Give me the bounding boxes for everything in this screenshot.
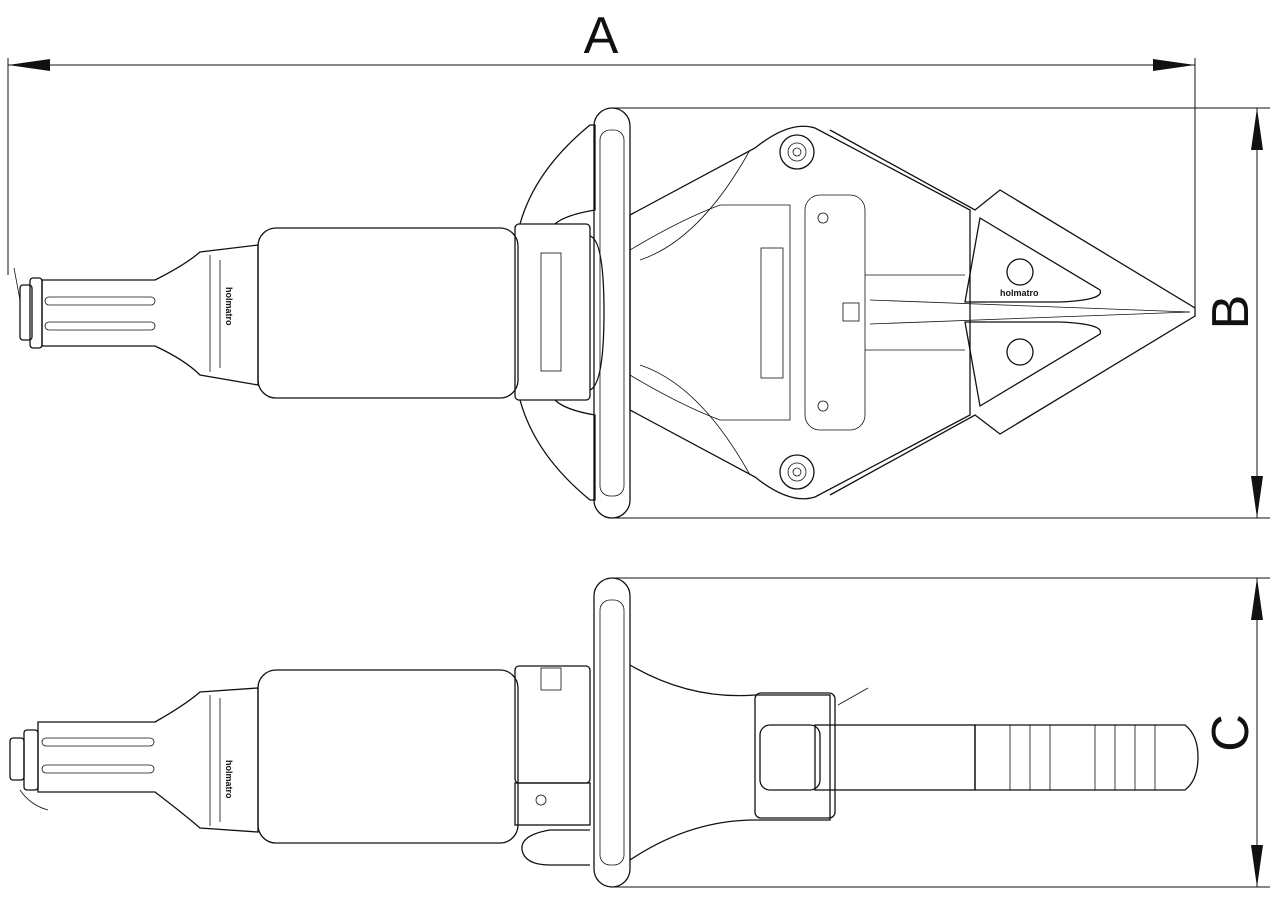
top-view-spreader: holmatro holmatro xyxy=(13,107,1196,519)
dimension-b-label: B xyxy=(1202,295,1260,330)
label-plate xyxy=(540,252,562,372)
spreader-arms xyxy=(829,129,1196,496)
tip-upper xyxy=(964,216,1102,303)
spreader-head xyxy=(629,125,971,500)
dimension-b: B xyxy=(610,107,1270,519)
dimension-a: A xyxy=(7,7,1196,312)
label-plate-head xyxy=(760,247,784,379)
cylinder-body-side xyxy=(257,669,519,844)
dimension-c-label: C xyxy=(1202,714,1260,752)
handle-bar-side xyxy=(593,577,631,888)
tip-logo-text: holmatro xyxy=(1000,288,1039,298)
logo-text: holmatro xyxy=(224,287,234,326)
pivot-bolt-lower xyxy=(779,454,815,490)
head-side xyxy=(629,664,831,861)
coupler xyxy=(13,267,43,349)
tip-lower xyxy=(964,321,1102,408)
carry-handle-lower xyxy=(519,399,596,501)
cylinder-body xyxy=(257,227,519,399)
dimension-a-label: A xyxy=(584,7,619,65)
carry-handle-side xyxy=(521,829,590,866)
collar xyxy=(514,223,591,401)
carry-handle-upper xyxy=(519,124,596,225)
collar-side xyxy=(514,665,591,784)
grip: holmatro xyxy=(41,244,259,386)
grip-side: holmatro xyxy=(37,687,259,833)
coupler-side xyxy=(9,729,49,811)
side-view-spreader: holmatro xyxy=(9,577,1199,888)
arm-side xyxy=(814,724,976,791)
pivot-bolt-upper xyxy=(779,134,815,170)
tip-side xyxy=(974,724,1199,791)
logo-text-side: holmatro xyxy=(224,760,234,799)
dimension-c: C xyxy=(610,577,1270,888)
handle-bar xyxy=(593,107,631,519)
